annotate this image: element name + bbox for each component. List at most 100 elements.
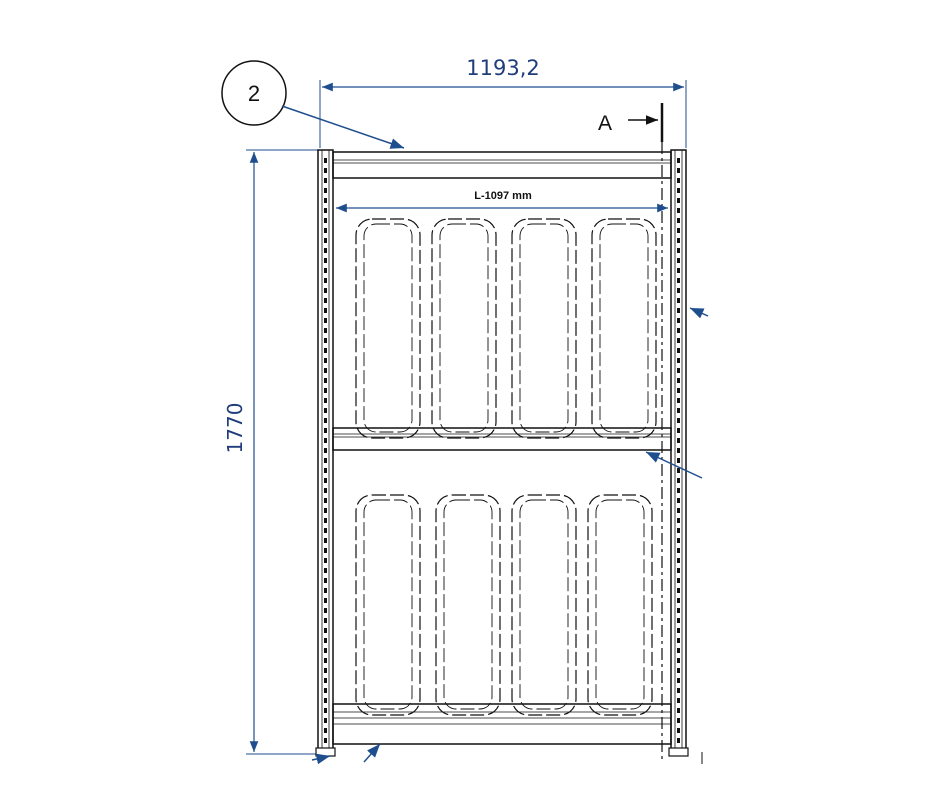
- upright-hole: [677, 678, 680, 683]
- upright-hole: [677, 368, 680, 373]
- width-dimension-label: 1193,2: [466, 56, 539, 80]
- upright-hole: [677, 248, 680, 253]
- upright-hole: [677, 618, 680, 623]
- upright-hole: [677, 728, 680, 733]
- upright-hole: [677, 548, 680, 553]
- upright-hole: [324, 228, 327, 233]
- section-label: A: [598, 112, 612, 135]
- upright-hole: [677, 418, 680, 423]
- upright-hole: [677, 668, 680, 673]
- upright-hole: [324, 278, 327, 283]
- tyres-lower-row: [355, 494, 653, 716]
- upright-hole: [324, 388, 327, 393]
- upright-hole: [324, 218, 327, 223]
- upright-hole: [324, 668, 327, 673]
- callout-label: 2: [248, 81, 260, 106]
- upright-hole: [324, 208, 327, 213]
- upright-hole: [677, 338, 680, 343]
- upright-hole: [324, 738, 327, 743]
- upright-hole: [677, 388, 680, 393]
- upright-hole: [677, 638, 680, 643]
- upright-hole: [677, 688, 680, 693]
- upright-hole: [677, 598, 680, 603]
- upright-hole: [677, 538, 680, 543]
- upright-hole: [677, 508, 680, 513]
- upright-hole: [324, 618, 327, 623]
- left-upright: [315, 149, 336, 757]
- upright-hole: [677, 298, 680, 303]
- tyre: [431, 218, 497, 439]
- upright-hole: [324, 328, 327, 333]
- tyre: [355, 218, 421, 439]
- upright-hole: [677, 698, 680, 703]
- upright-hole: [324, 168, 327, 173]
- upright-hole: [324, 448, 327, 453]
- upright-hole: [677, 588, 680, 593]
- upright-hole: [677, 218, 680, 223]
- upright-hole: [677, 398, 680, 403]
- upright-hole: [677, 358, 680, 363]
- top-beam: [332, 151, 672, 179]
- upright-hole: [324, 298, 327, 303]
- upright-hole: [324, 378, 327, 383]
- upright-hole: [324, 528, 327, 533]
- upright-hole: [324, 258, 327, 263]
- upright-hole: [677, 178, 680, 183]
- upright-hole: [324, 598, 327, 603]
- upright-hole: [324, 158, 327, 163]
- upright-hole: [324, 488, 327, 493]
- upright-hole: [324, 718, 327, 723]
- upright-hole: [324, 638, 327, 643]
- tyre: [435, 494, 501, 716]
- upright-hole: [324, 588, 327, 593]
- upright-hole: [677, 238, 680, 243]
- upright-hole: [677, 498, 680, 503]
- right-upright: [668, 149, 689, 757]
- upright-hole: [324, 238, 327, 243]
- upright-hole: [324, 608, 327, 613]
- upright-hole: [677, 708, 680, 713]
- upright-hole: [677, 258, 680, 263]
- upright-hole: [677, 308, 680, 313]
- upright-hole: [677, 208, 680, 213]
- upright-hole: [677, 278, 680, 283]
- inner-length-label: L-1097 mm: [474, 190, 532, 202]
- callout-leader: [281, 105, 405, 149]
- upright-hole: [677, 328, 680, 333]
- upright-hole: [677, 558, 680, 563]
- upright-hole: [677, 578, 680, 583]
- callout-bubble: 2: [221, 60, 287, 126]
- upright-hole: [324, 438, 327, 443]
- upright-hole: [677, 528, 680, 533]
- upright-hole: [677, 188, 680, 193]
- upright-hole: [677, 168, 680, 173]
- upright-hole: [677, 448, 680, 453]
- upright-hole: [324, 368, 327, 373]
- upright-hole: [324, 628, 327, 633]
- height-dimension-label: 1770: [223, 403, 247, 454]
- tyre: [591, 218, 657, 439]
- upright-hole: [324, 308, 327, 313]
- upright-hole: [324, 678, 327, 683]
- upright-hole: [324, 248, 327, 253]
- section-marker: A: [598, 103, 664, 760]
- upright-hole: [324, 288, 327, 293]
- upright-hole: [324, 478, 327, 483]
- upright-hole: [324, 198, 327, 203]
- upright-hole: [324, 538, 327, 543]
- upright-hole: [324, 518, 327, 523]
- upright-hole: [677, 738, 680, 743]
- upright-hole: [677, 608, 680, 613]
- upright-hole: [324, 338, 327, 343]
- upright-hole: [677, 628, 680, 633]
- upright-hole: [677, 348, 680, 353]
- upright-hole: [324, 698, 327, 703]
- upright-hole: [677, 408, 680, 413]
- upright-hole: [324, 268, 327, 273]
- upright-hole: [324, 548, 327, 553]
- width-dimension: 1193,2: [319, 56, 687, 148]
- upright-hole: [677, 468, 680, 473]
- upright-hole: [677, 458, 680, 463]
- upright-hole: [324, 398, 327, 403]
